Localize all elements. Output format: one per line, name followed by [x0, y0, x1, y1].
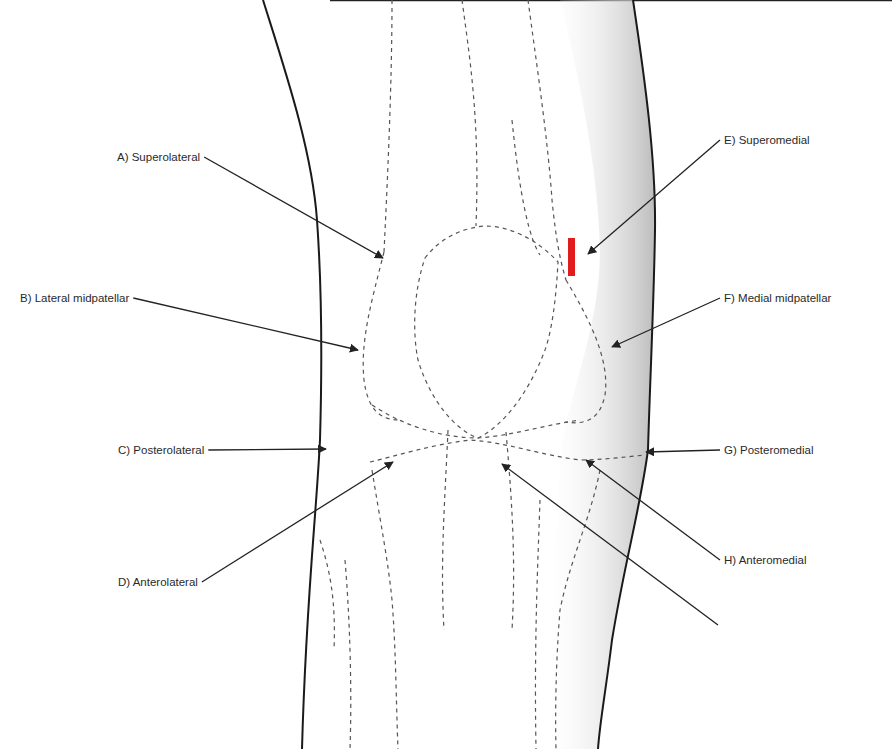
patellar-tendon-lateral: [443, 430, 448, 630]
femur-lateral-line: [384, 0, 392, 252]
fibular-head-line: [320, 540, 334, 650]
lateral-skin-outline: [263, 0, 321, 749]
leader-line: [133, 298, 358, 350]
region-label: D) Anterolateral: [118, 575, 198, 589]
leader-line: [208, 449, 326, 450]
incision-mark: [568, 238, 575, 276]
region-label: A) Superolateral: [117, 150, 200, 164]
leader-line: [612, 298, 720, 347]
region-label: H) Anteromedial: [724, 553, 806, 567]
region-label: E) Superomedial: [724, 133, 810, 147]
tibia-lateral-line: [372, 470, 398, 749]
femur-medial-line: [528, 0, 566, 280]
skin-shading: [540, 0, 655, 749]
patellar-tendon-medial: [506, 432, 514, 630]
quadriceps-line: [462, 0, 477, 226]
fibula-line: [345, 560, 351, 749]
medial-skin-outline: [598, 0, 655, 749]
region-label: G) Posteromedial: [724, 443, 813, 457]
leader-line: [646, 450, 720, 452]
leader-line: [586, 460, 720, 560]
bony-outlines: [320, 0, 645, 749]
medial-condyle-outline: [565, 280, 606, 423]
region-label: C) Posterolateral: [118, 443, 204, 457]
leader-line: [204, 157, 383, 258]
tibia-medial-line: [556, 470, 600, 749]
region-label: B) Lateral midpatellar: [20, 291, 129, 305]
patella-outline: [415, 226, 558, 438]
region-label: F) Medial midpatellar: [724, 291, 831, 305]
femoral-groove-line: [372, 405, 580, 438]
lateral-condyle-outline: [363, 252, 400, 420]
tibial-crest-line: [535, 500, 540, 749]
leader-line: [588, 140, 720, 254]
leader-line: [502, 464, 718, 625]
leader-line: [202, 462, 393, 582]
tendon-line: [512, 120, 540, 255]
